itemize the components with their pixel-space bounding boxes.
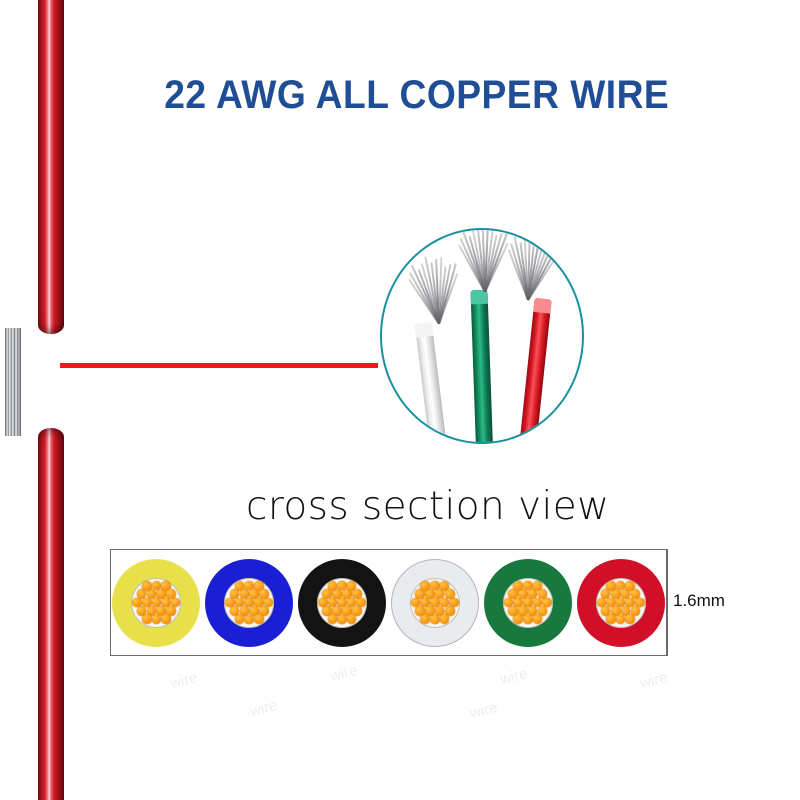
page-title: 22 AWG ALL COPPER WIRE — [164, 73, 670, 117]
cross-section-heading: cross section view — [246, 484, 610, 529]
magnified-red-wire — [519, 297, 552, 442]
watermark-text: wire — [328, 661, 360, 686]
dimension-label: 1.6mm — [673, 591, 725, 610]
watermark-text: wire — [498, 664, 530, 689]
cross-section-frame — [110, 549, 667, 656]
watermark-text: wire — [468, 698, 500, 723]
wire-insulation-upper-segment — [38, 0, 64, 334]
watermark-text: wire — [638, 668, 670, 693]
magnified-white-wire — [414, 321, 447, 442]
frayed-strands-green — [457, 230, 509, 293]
magnified-green-wire — [470, 289, 493, 442]
watermark-text: wire — [248, 696, 280, 721]
product-wire-illustration — [38, 0, 64, 800]
bare-stranded-conductor — [5, 328, 21, 436]
frayed-strands-red — [507, 231, 559, 301]
frayed-strands-white — [407, 256, 459, 326]
leader-line — [60, 363, 378, 368]
watermark-text: wire — [168, 668, 200, 693]
magnifier-inset — [380, 228, 584, 444]
dimension-line — [667, 549, 668, 656]
wire-insulation-lower-segment — [38, 428, 64, 800]
